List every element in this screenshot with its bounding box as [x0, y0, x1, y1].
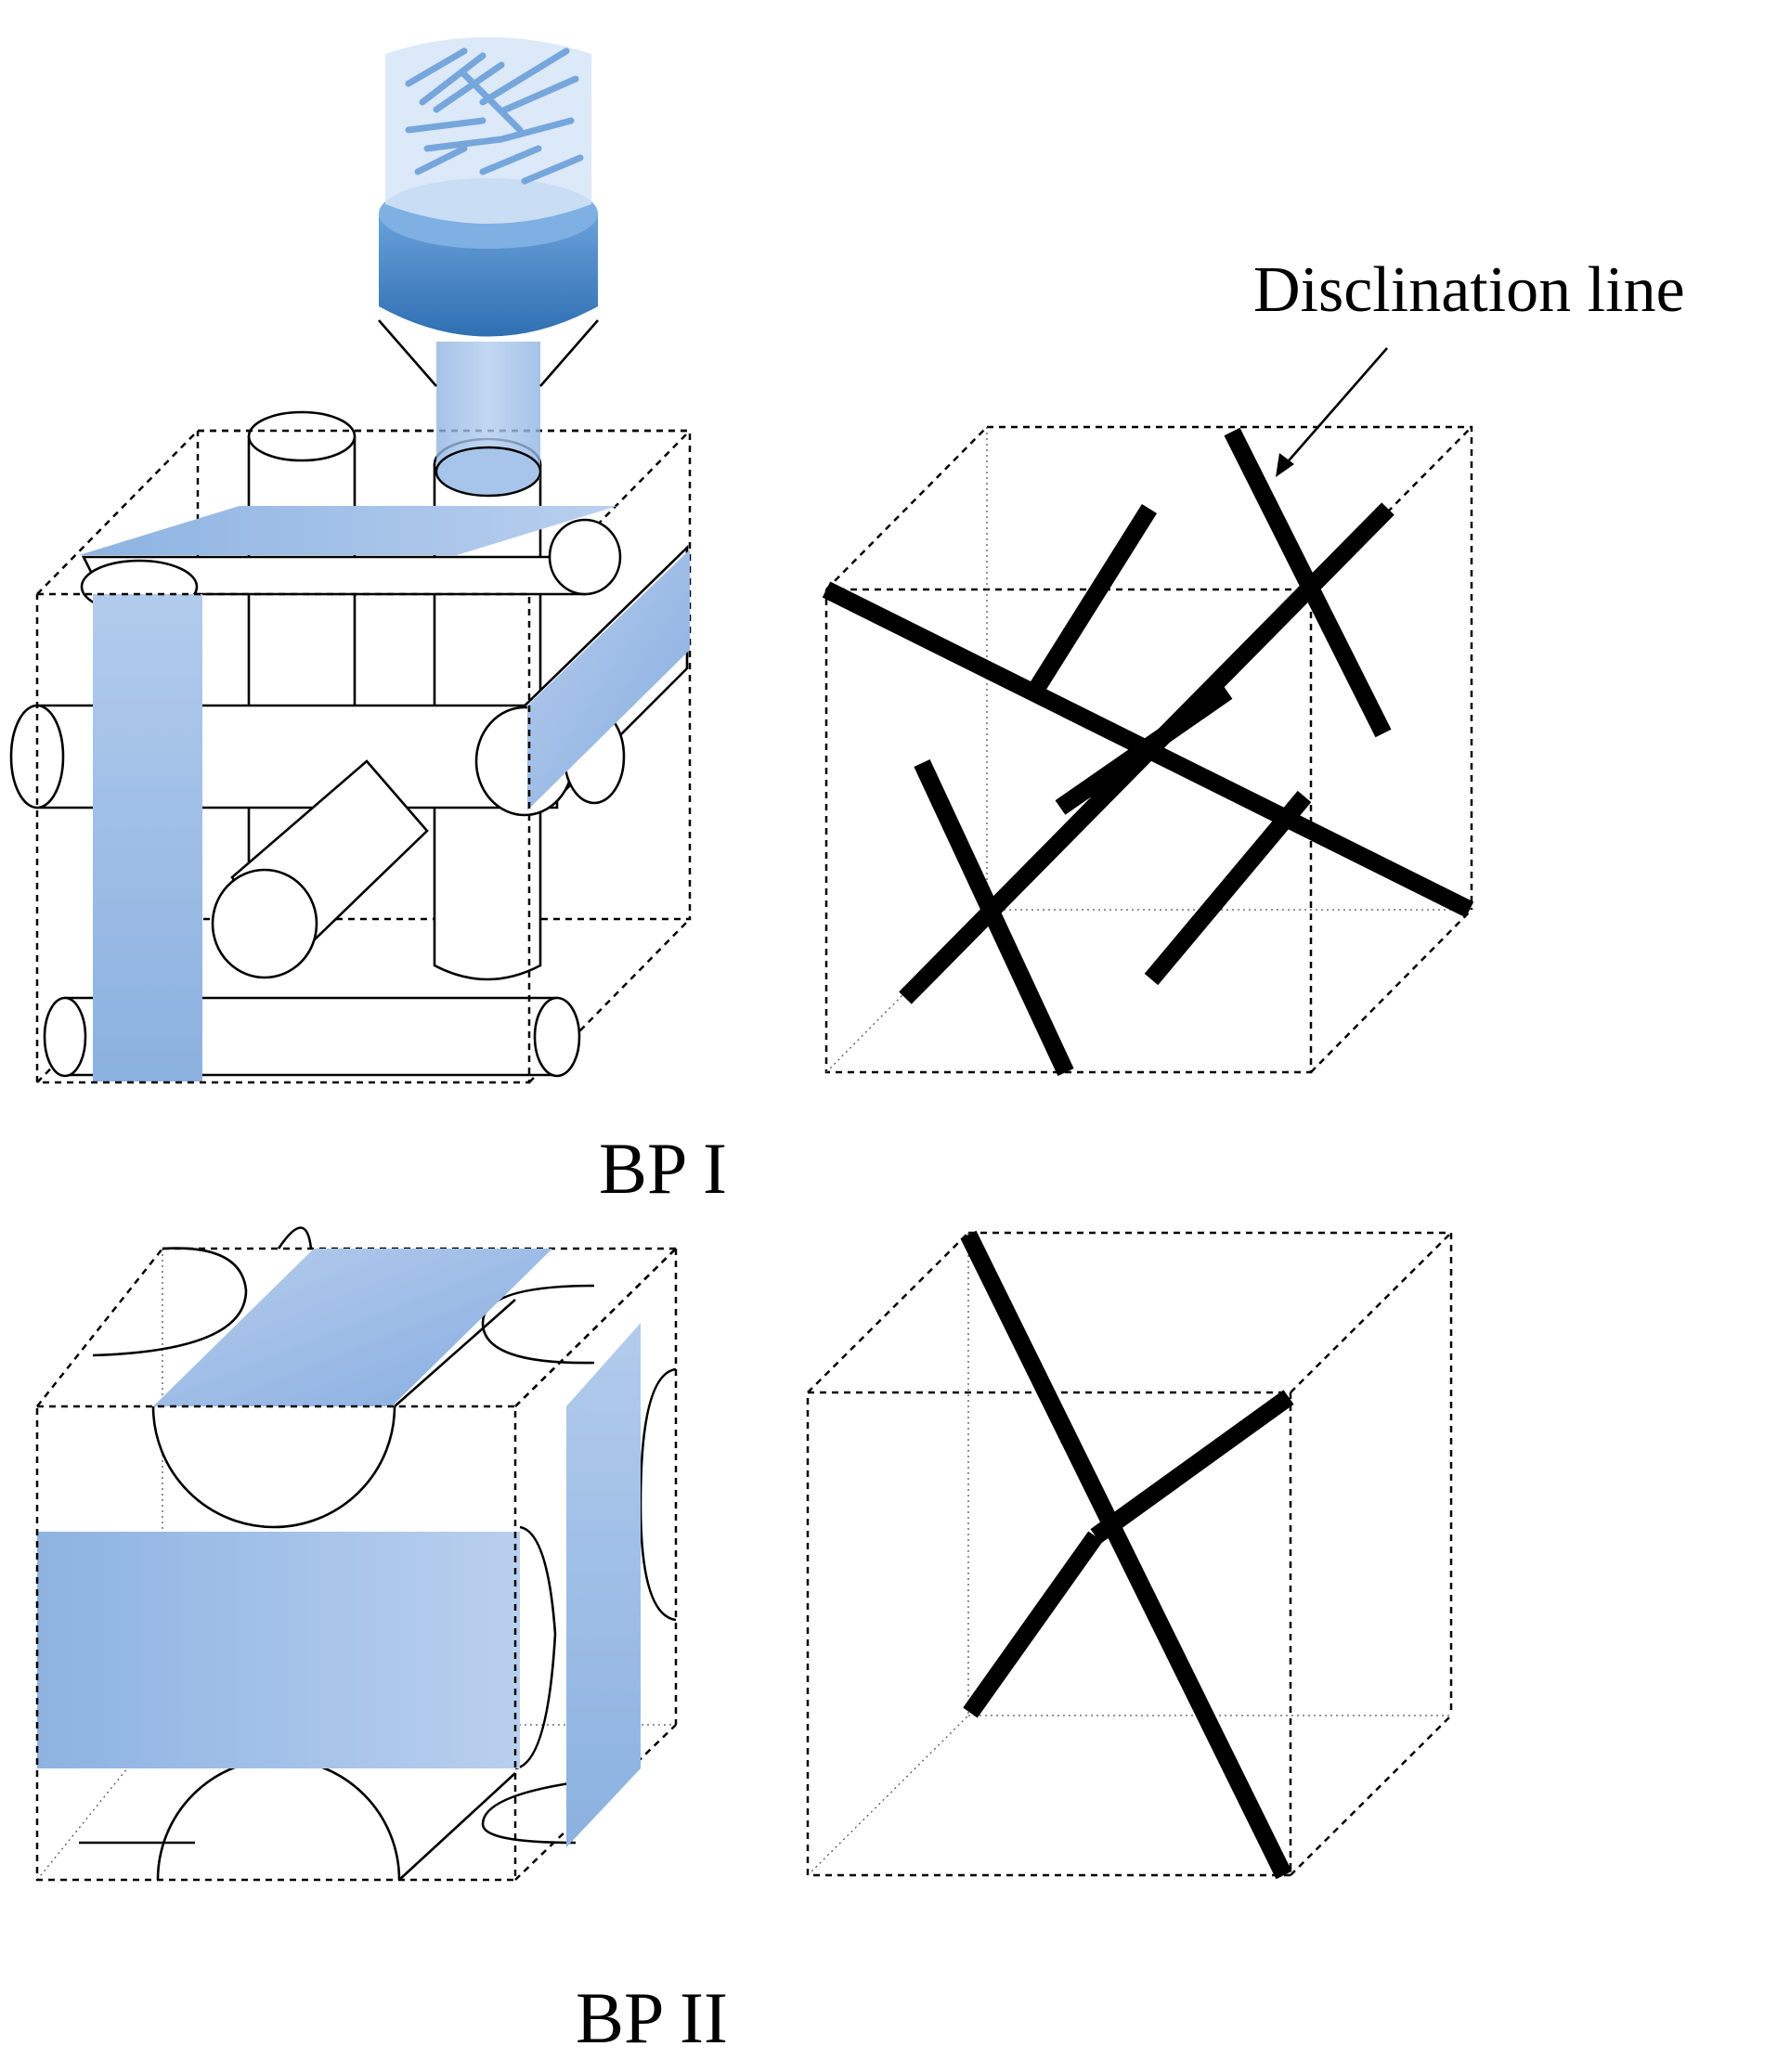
bp2-arc-top-left	[92, 1247, 248, 1357]
arrow-head-icon	[1276, 453, 1294, 477]
bp2-slab-top	[153, 1249, 552, 1406]
disclination-pointer	[1276, 347, 1388, 477]
bp2-arc-top-right	[481, 1284, 595, 1365]
bp2-disclination-network	[806, 1230, 1453, 1880]
bp2-arc-right	[639, 1367, 677, 1622]
bp1-slab-diagonal	[527, 550, 690, 810]
bp2-half-cylinder-bottom	[156, 1757, 401, 1881]
objective-lens-icon	[379, 214, 598, 337]
bp2-slab-front	[37, 1532, 520, 1768]
bp1-slab-top	[79, 506, 617, 555]
bp2-disclination-lines	[960, 1230, 1294, 1880]
bp2-cylinder-lattice	[35, 1226, 678, 1882]
bp1-cylinder-lattice	[9, 37, 692, 1084]
bp1-disclination-lines	[822, 427, 1474, 1077]
bp2-arc-front-right	[514, 1525, 557, 1770]
bp2-arc-bottom-right	[481, 1781, 577, 1845]
liquid-crystal-molecules-icon	[405, 47, 584, 185]
bp1-disclination-network: Disclination line	[822, 254, 1685, 1077]
bp1-light-source	[378, 37, 599, 498]
bp1-slab-vertical	[93, 594, 202, 1081]
bp2-label: BP II	[576, 1977, 728, 2058]
bp2-cube-front	[35, 1248, 677, 1882]
bp2-half-cylinder-top	[151, 1405, 396, 1529]
bp2-slab-right	[566, 1323, 641, 1847]
disclination-line-label: Disclination line	[1253, 254, 1685, 326]
bp2-arc-left-back	[277, 1226, 313, 1250]
bp1-label: BP I	[599, 1128, 727, 1209]
